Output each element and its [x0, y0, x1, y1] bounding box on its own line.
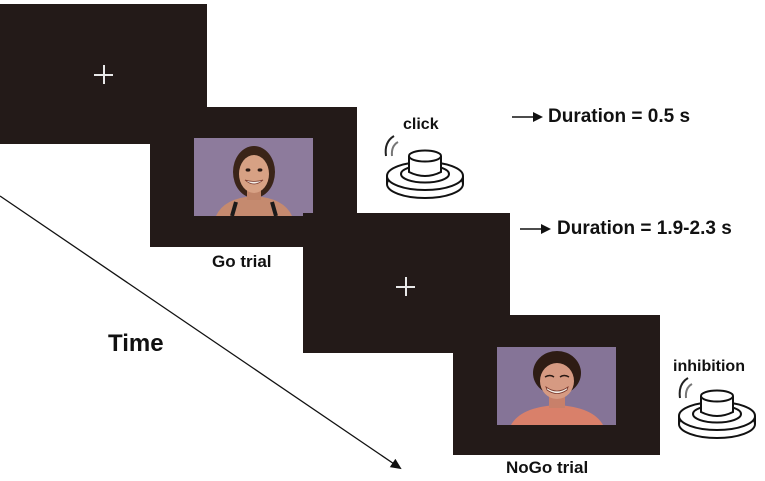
duration-fixation-label: Duration = 1.9-2.3 s — [557, 218, 732, 239]
duration-stimulus-label: Duration = 0.5 s — [548, 106, 691, 127]
time-axis-line — [0, 195, 402, 470]
fearful-face-photo — [497, 347, 616, 425]
click-label: click — [403, 116, 439, 133]
time-label: Time — [108, 330, 164, 357]
sound-wave-icon — [678, 377, 693, 399]
nogo-trial-screen — [453, 315, 660, 455]
arrow-right-icon — [520, 224, 551, 234]
go-trial-screen — [150, 107, 357, 247]
fixation-cross-icon — [396, 277, 415, 296]
arrow-right-icon — [512, 112, 543, 122]
push-button-icon — [386, 149, 464, 199]
push-button-icon — [678, 389, 756, 439]
happy-face-photo — [194, 138, 313, 216]
sound-wave-icon — [384, 135, 399, 157]
go-trial-label: Go trial — [212, 252, 272, 271]
inhibition-label: inhibition — [673, 358, 745, 375]
fixation-cross-icon — [94, 65, 113, 84]
nogo-trial-label: NoGo trial — [506, 458, 589, 477]
